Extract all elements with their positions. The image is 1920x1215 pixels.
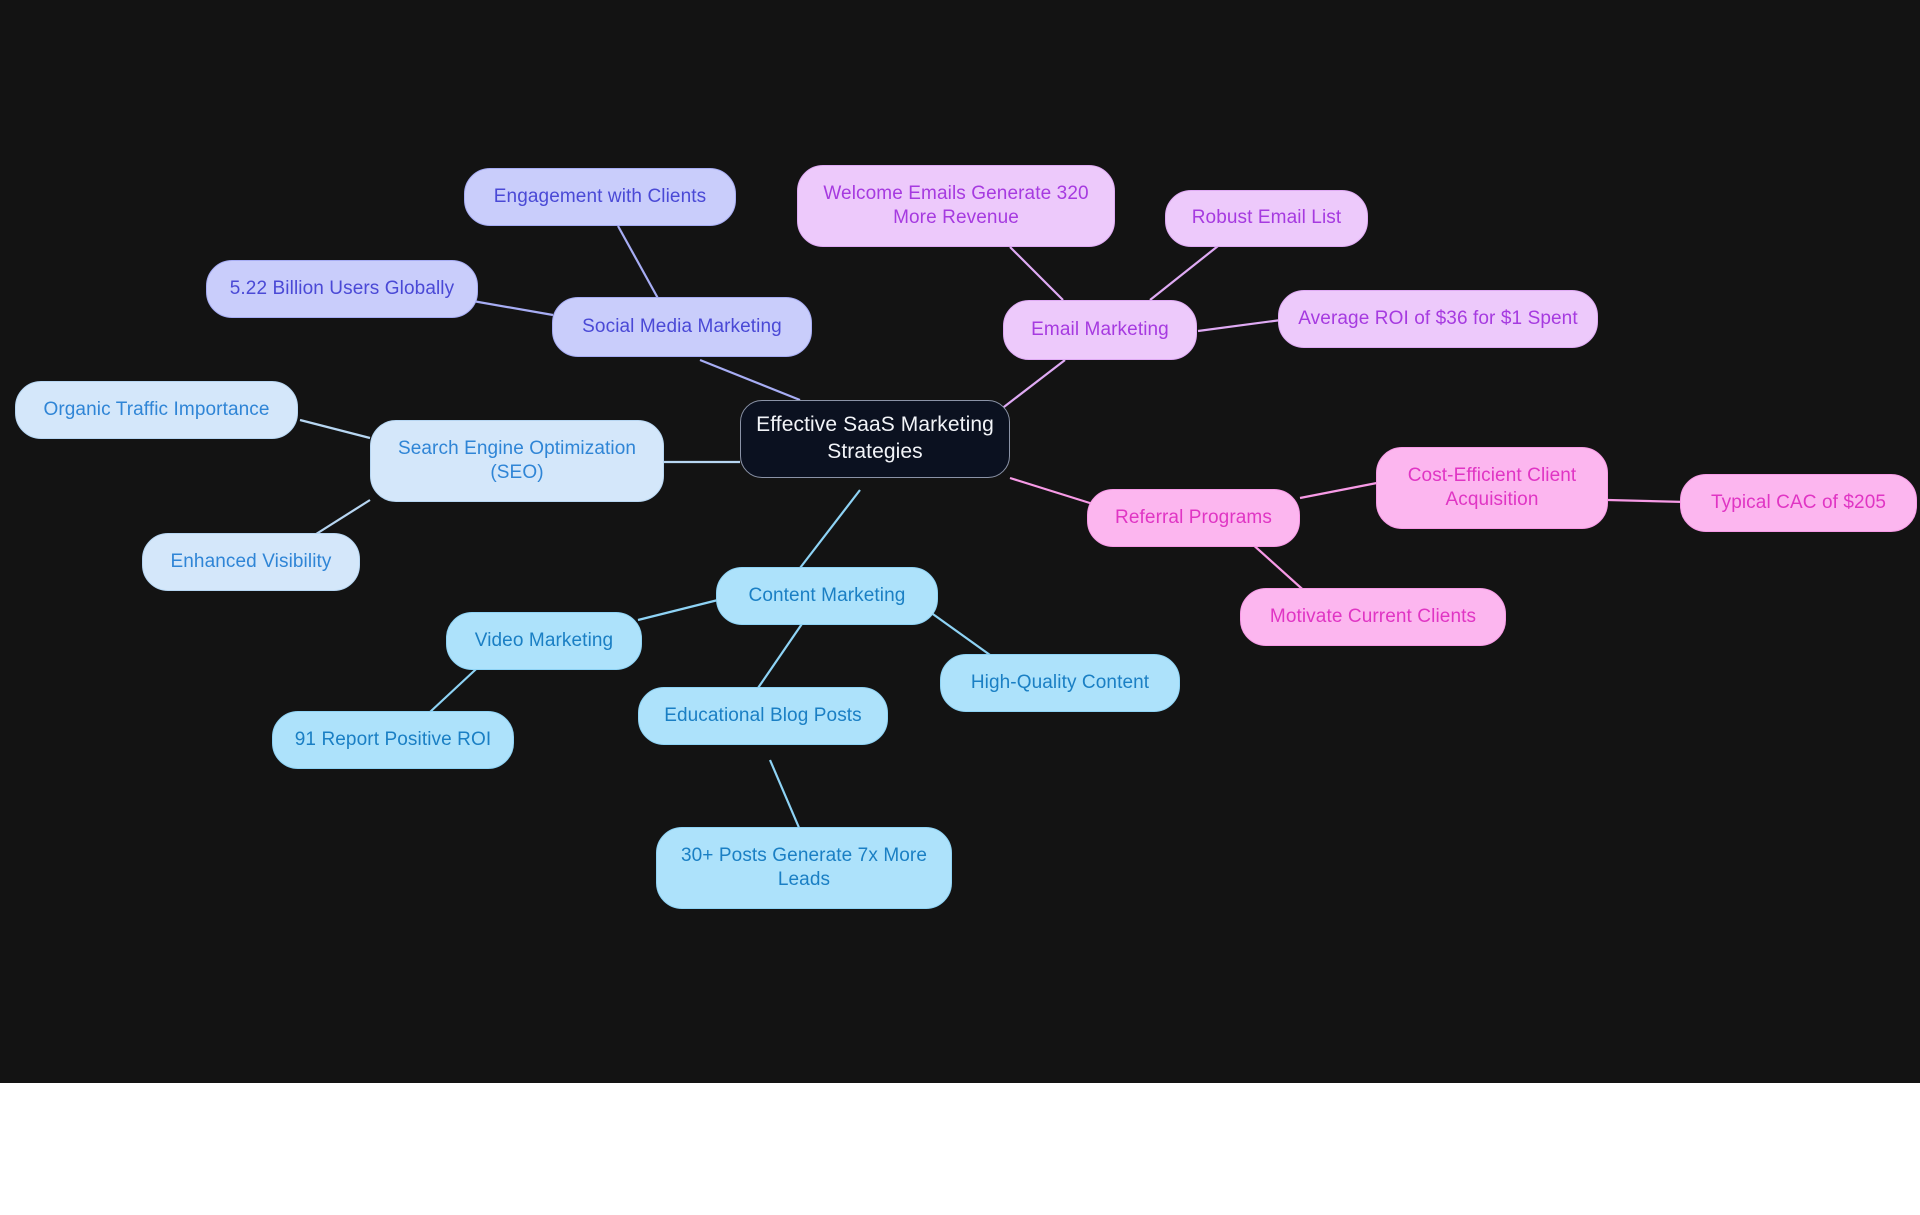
edge-root-email	[999, 359, 1066, 411]
node-educational-blog-posts[interactable]: Educational Blog Posts	[638, 687, 888, 745]
edge-content-blog	[757, 617, 807, 689]
node-organic-traffic-importance[interactable]: Organic Traffic Importance	[15, 381, 298, 439]
node-engagement-with-clients[interactable]: Engagement with Clients	[464, 168, 736, 226]
edge-cost-cac	[1607, 498, 1687, 504]
edge-email-roi	[1197, 318, 1282, 333]
node-30-posts-generate-7x-more-leads[interactable]: 30+ Posts Generate 7x More Leads	[656, 827, 952, 909]
edge-root-content	[799, 489, 861, 569]
node-typical-cac-of-205[interactable]: Typical CAC of $205	[1680, 474, 1917, 532]
mindmap-edges	[293, 225, 1687, 831]
edge-social-engagement	[617, 225, 661, 303]
edge-email-welcome	[1009, 246, 1064, 301]
node-video-marketing[interactable]: Video Marketing	[446, 612, 642, 670]
node-cost-efficient-client-acquisition[interactable]: Cost-Efficient Client Acquisition	[1376, 447, 1608, 529]
edge-root-social	[699, 358, 801, 402]
node-email-marketing[interactable]: Email Marketing	[1003, 300, 1197, 360]
edge-social-users	[466, 298, 554, 317]
node-welcome-emails-generate-320-more-revenue[interactable]: Welcome Emails Generate 320 More Revenue	[797, 165, 1115, 247]
node-high-quality-content[interactable]: High-Quality Content	[940, 654, 1180, 712]
node-522-billion-users-globally[interactable]: 5.22 Billion Users Globally	[206, 260, 478, 318]
node-social-media-marketing[interactable]: Social Media Marketing	[552, 297, 812, 357]
node-robust-email-list[interactable]: Robust Email List	[1165, 190, 1368, 247]
edge-referral-cost	[1299, 480, 1383, 500]
node-enhanced-visibility[interactable]: Enhanced Visibility	[142, 533, 360, 591]
edge-seo-organic	[299, 418, 371, 440]
node-91-report-positive-roi[interactable]: 91 Report Positive ROI	[272, 711, 514, 769]
edge-content-video	[637, 598, 719, 622]
node-referral-programs[interactable]: Referral Programs	[1087, 489, 1300, 547]
edge-blog-posts	[768, 759, 802, 831]
page-footer	[0, 1083, 1920, 1215]
node-root-effective-saas-marketing-strategies[interactable]: Effective SaaS Marketing Strategies	[740, 400, 1010, 478]
node-content-marketing[interactable]: Content Marketing	[716, 567, 938, 625]
mindmap-canvas[interactable]: Engagement with Clients 5.22 Billion Use…	[0, 0, 1920, 1083]
edge-content-quality	[929, 611, 991, 656]
node-motivate-current-clients[interactable]: Motivate Current Clients	[1240, 588, 1506, 646]
node-search-engine-optimization-seo[interactable]: Search Engine Optimization (SEO)	[370, 420, 664, 502]
edge-root-referral	[1009, 476, 1094, 506]
edge-email-list	[1149, 245, 1219, 301]
node-average-roi-of-36-for-1-spent[interactable]: Average ROI of $36 for $1 Spent	[1278, 290, 1598, 348]
